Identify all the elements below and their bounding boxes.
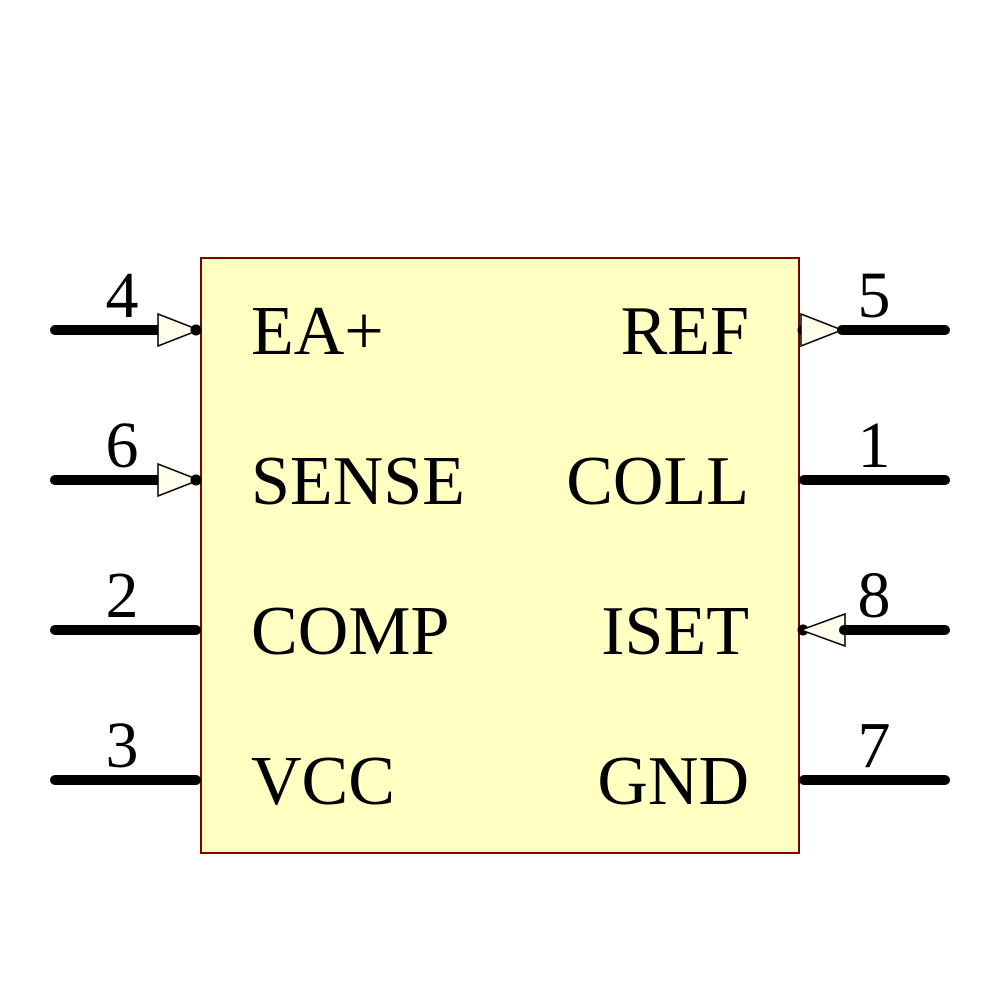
pin-label: EA+: [251, 293, 384, 370]
pin-connection-dot: [190, 474, 202, 486]
pin-sense: 6 SENSE: [50, 409, 465, 520]
pin-label: COMP: [251, 593, 449, 670]
pin-number: 4: [106, 259, 139, 332]
pin-vcc: 3 VCC: [50, 709, 395, 820]
pin-label: REF: [621, 293, 749, 370]
pin-label: GND: [597, 743, 749, 820]
pin-number: 8: [858, 559, 891, 632]
input-arrow-icon: [157, 462, 202, 498]
input-arrow-icon: [157, 312, 202, 348]
pin-gnd: 7 GND: [597, 709, 950, 820]
pin-connection-dot: [190, 324, 202, 336]
pin-coll: 1 COLL: [566, 409, 950, 520]
pin-number: 5: [858, 259, 891, 332]
pin-number: 3: [106, 709, 139, 782]
pin-iset: 8 ISET: [601, 559, 950, 670]
pin-ref: 5 REF: [621, 259, 950, 370]
pin-label: SENSE: [251, 443, 465, 520]
pin-number: 1: [858, 409, 891, 482]
pin-label: VCC: [251, 743, 395, 820]
pin-comp: 2 COMP: [50, 559, 449, 670]
input-arrow-icon: [798, 612, 846, 648]
pin-number: 7: [858, 709, 891, 782]
pin-label: ISET: [601, 593, 749, 670]
pin-number: 2: [106, 559, 139, 632]
pin-number: 6: [106, 409, 139, 482]
output-arrow-icon: [800, 312, 845, 348]
component-body: [200, 257, 800, 854]
pin-ea-plus: 4 EA+: [50, 259, 384, 370]
pin-label: COLL: [566, 443, 749, 520]
